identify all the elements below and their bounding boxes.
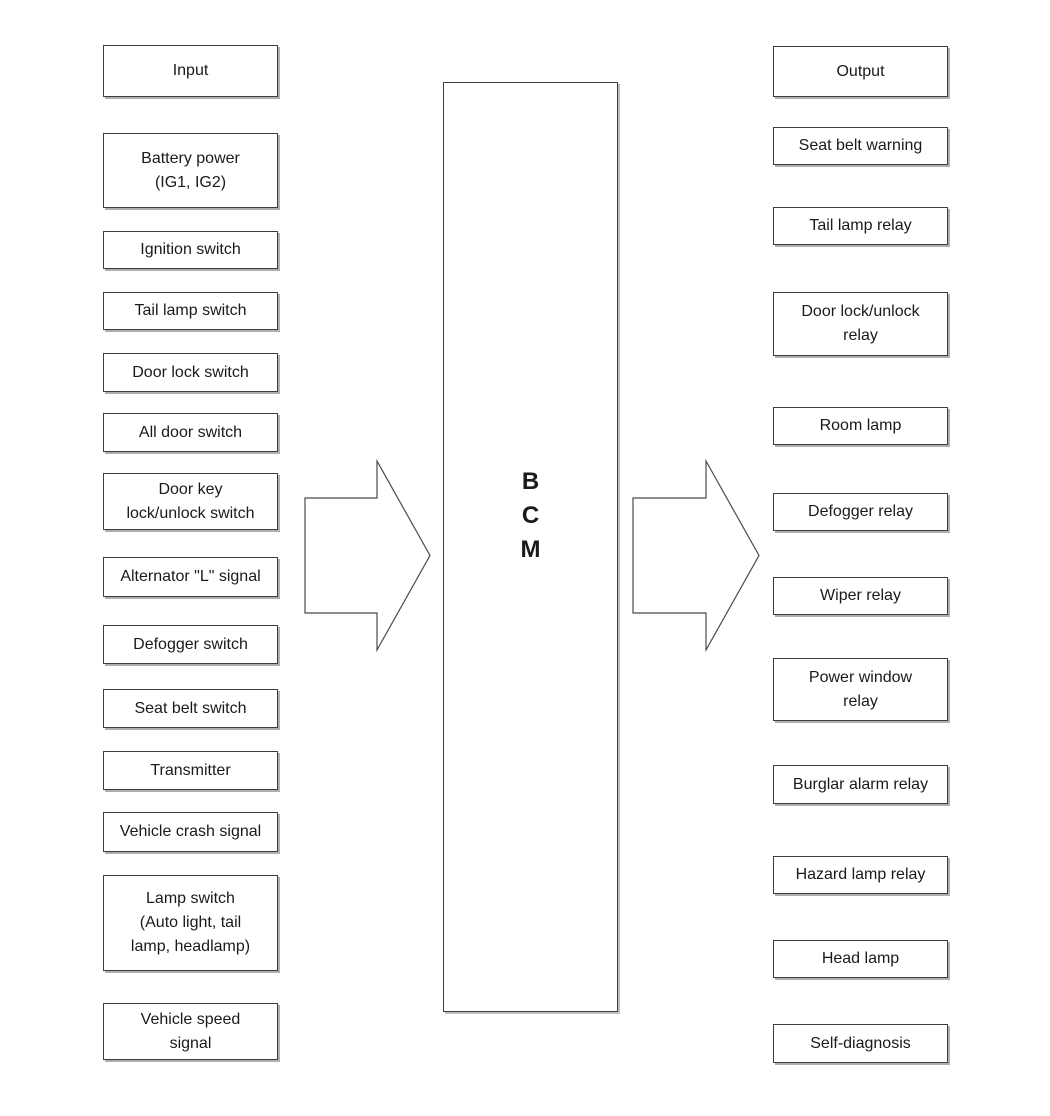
output-box-power-window-relay: Power window relay [773,658,948,721]
output-label: Burglar alarm relay [792,775,929,793]
input-to-bcm-arrow-icon [304,458,431,653]
output-box-door-lock-unlock-relay: Door lock/unlock relay [773,292,948,356]
output-header-box: Output [773,46,948,97]
input-box-ignition-switch: Ignition switch [103,231,278,269]
input-header-box: Input [103,45,278,97]
output-box-burglar-alarm-relay: Burglar alarm relay [773,765,948,804]
output-label: Power window relay [808,668,913,710]
output-label: Self-diagnosis [810,1034,911,1052]
output-label: Door lock/unlock relay [801,303,920,344]
output-box-defogger-relay: Defogger relay [773,493,948,531]
output-label: Defogger relay [808,503,913,520]
output-label: Seat belt warning [798,137,923,154]
input-box-alternator-l-signal: Alternator "L" signal [103,557,278,597]
input-label: Defogger switch [133,635,248,653]
output-box-seat-belt-warning: Seat belt warning [773,127,948,165]
input-label: Vehicle speed signal [140,1010,241,1052]
input-box-lamp-switch: Lamp switch (Auto light, tail lamp, head… [103,875,278,971]
input-box-all-door-switch: All door switch [103,413,278,452]
output-header-label: Output [836,62,885,80]
output-label: Wiper relay [820,587,901,604]
input-label: Door lock switch [132,363,249,381]
input-label: Alternator "L" signal [120,568,261,585]
input-label: Tail lamp switch [134,302,247,319]
output-box-self-diagnosis: Self-diagnosis [773,1024,948,1063]
input-label: Vehicle crash signal [119,823,262,840]
input-box-vehicle-speed-signal: Vehicle speed signal [103,1003,278,1060]
input-box-transmitter: Transmitter [103,751,278,790]
input-box-tail-lamp-switch: Tail lamp switch [103,292,278,330]
output-box-tail-lamp-relay: Tail lamp relay [773,207,948,245]
input-label: Transmitter [150,761,231,779]
output-box-hazard-lamp-relay: Hazard lamp relay [773,856,948,894]
input-header-label: Input [172,62,209,79]
output-box-wiper-relay: Wiper relay [773,577,948,615]
input-label: Door key lock/unlock switch [126,480,255,522]
input-box-seat-belt-switch: Seat belt switch [103,689,278,728]
input-box-door-lock-switch: Door lock switch [103,353,278,392]
bcm-module-box: B C M [443,82,618,1012]
input-box-battery-power: Battery power (IG1, IG2) [103,133,278,208]
input-box-vehicle-crash-signal: Vehicle crash signal [103,812,278,852]
input-box-defogger-switch: Defogger switch [103,625,278,664]
input-label: Seat belt switch [134,699,247,717]
output-label: Head lamp [821,950,900,967]
output-box-room-lamp: Room lamp [773,407,948,445]
input-label: Battery power (IG1, IG2) [141,149,240,191]
input-label: All door switch [138,423,243,441]
output-label: Tail lamp relay [809,217,912,234]
output-label: Hazard lamp relay [795,866,926,883]
input-label: Ignition switch [140,241,241,258]
bcm-to-output-arrow-icon [632,458,760,653]
input-box-door-key-lock-unlock-switch: Door key lock/unlock switch [103,473,278,530]
bcm-label: B C M [520,468,541,563]
output-box-head-lamp: Head lamp [773,940,948,978]
output-label: Room lamp [819,417,902,434]
input-label: Lamp switch (Auto light, tail lamp, head… [130,890,251,955]
